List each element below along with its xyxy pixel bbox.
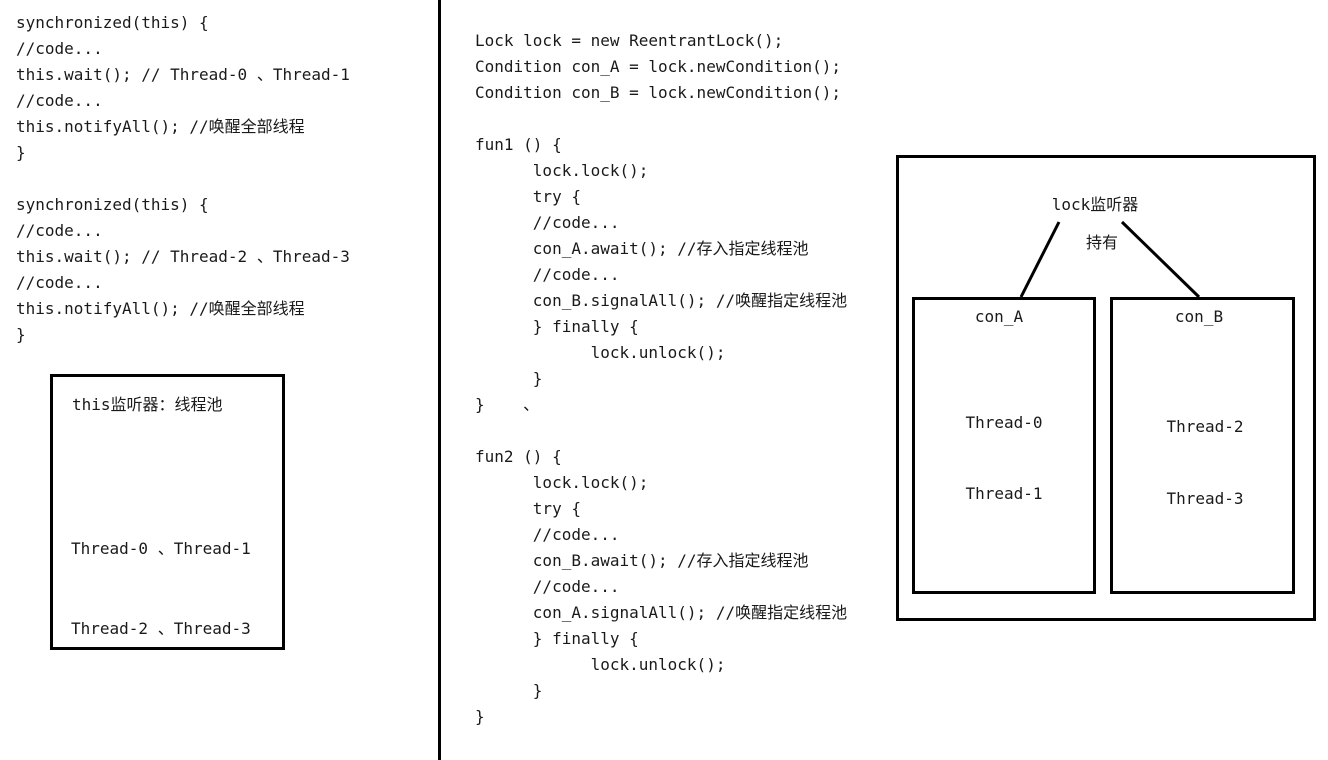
code-line: //code... <box>475 525 620 544</box>
column-divider <box>438 0 441 760</box>
this-monitor-box: this监听器：线程池 Thread-0 、Thread-1 Thread-2 … <box>50 374 285 650</box>
code-line: //code... <box>475 577 620 596</box>
code-line: try { <box>475 499 581 518</box>
code-line: lock.lock(); <box>475 473 649 492</box>
code-line: synchronized(this) { <box>16 13 209 32</box>
code-line: con_B.await(); //存入指定线程池 <box>475 551 809 570</box>
con-b-thread: Thread-2 <box>1166 417 1244 436</box>
this-monitor-threads-row-2: Thread-2 、Thread-3 <box>71 619 251 638</box>
code-line: Lock lock = new ReentrantLock(); <box>475 31 784 50</box>
code-line: //code... <box>16 91 103 110</box>
this-monitor-threads-row-1: Thread-0 、Thread-1 <box>71 539 251 558</box>
code-line: synchronized(this) { <box>16 195 209 214</box>
code-line: } finally { <box>475 629 639 648</box>
code-line: //code... <box>475 213 620 232</box>
code-line: } <box>16 325 26 344</box>
code-line: } 、 <box>475 395 540 414</box>
lock-monitor-box: lock监听器 持有 con_A Thread-0 Thread-1 con_B… <box>896 155 1316 621</box>
code-line: } <box>475 681 543 700</box>
con-b-title: con_B <box>1174 307 1224 326</box>
code-line: lock.lock(); <box>475 161 649 180</box>
code-line: } finally { <box>475 317 639 336</box>
con-b-thread: Thread-3 <box>1166 489 1244 508</box>
con-b-box: con_B Thread-2 Thread-3 <box>1110 297 1295 594</box>
con-a-thread: Thread-0 <box>965 413 1043 432</box>
code-line: //code... <box>16 39 103 58</box>
code-line: fun1 () { <box>475 135 562 154</box>
code-line: //code... <box>16 273 103 292</box>
con-a-title: con_A <box>974 307 1024 326</box>
con-a-box: con_A Thread-0 Thread-1 <box>912 297 1096 594</box>
code-line: con_B.signalAll(); //唤醒指定线程池 <box>475 291 848 310</box>
code-line: this.wait(); // Thread-2 、Thread-3 <box>16 247 350 266</box>
code-line: //code... <box>16 221 103 240</box>
con-a-thread: Thread-1 <box>965 484 1043 503</box>
code-line: //code... <box>475 265 620 284</box>
code-line: try { <box>475 187 581 206</box>
code-line: } <box>475 707 485 726</box>
connector-line-con-a <box>1019 221 1061 298</box>
code-line: } <box>475 369 543 388</box>
this-monitor-title: this监听器：线程池 <box>72 395 223 414</box>
connector-line-con-b <box>1120 220 1201 299</box>
code-line: con_A.await(); //存入指定线程池 <box>475 239 809 258</box>
code-line: con_A.signalAll(); //唤醒指定线程池 <box>475 603 848 622</box>
code-line: this.notifyAll(); //唤醒全部线程 <box>16 299 305 318</box>
code-line: } <box>16 143 26 162</box>
code-line: Condition con_A = lock.newCondition(); <box>475 57 842 76</box>
lock-monitor-title: lock监听器 <box>1051 195 1139 214</box>
code-line: Condition con_B = lock.newCondition(); <box>475 83 842 102</box>
code-line: lock.unlock(); <box>475 655 726 674</box>
code-line: this.notifyAll(); //唤醒全部线程 <box>16 117 305 136</box>
holds-connector-lines <box>1019 220 1201 299</box>
code-line: fun2 () { <box>475 447 562 466</box>
holds-label: 持有 <box>1085 233 1119 252</box>
code-line: lock.unlock(); <box>475 343 726 362</box>
code-line: this.wait(); // Thread-0 、Thread-1 <box>16 65 350 84</box>
